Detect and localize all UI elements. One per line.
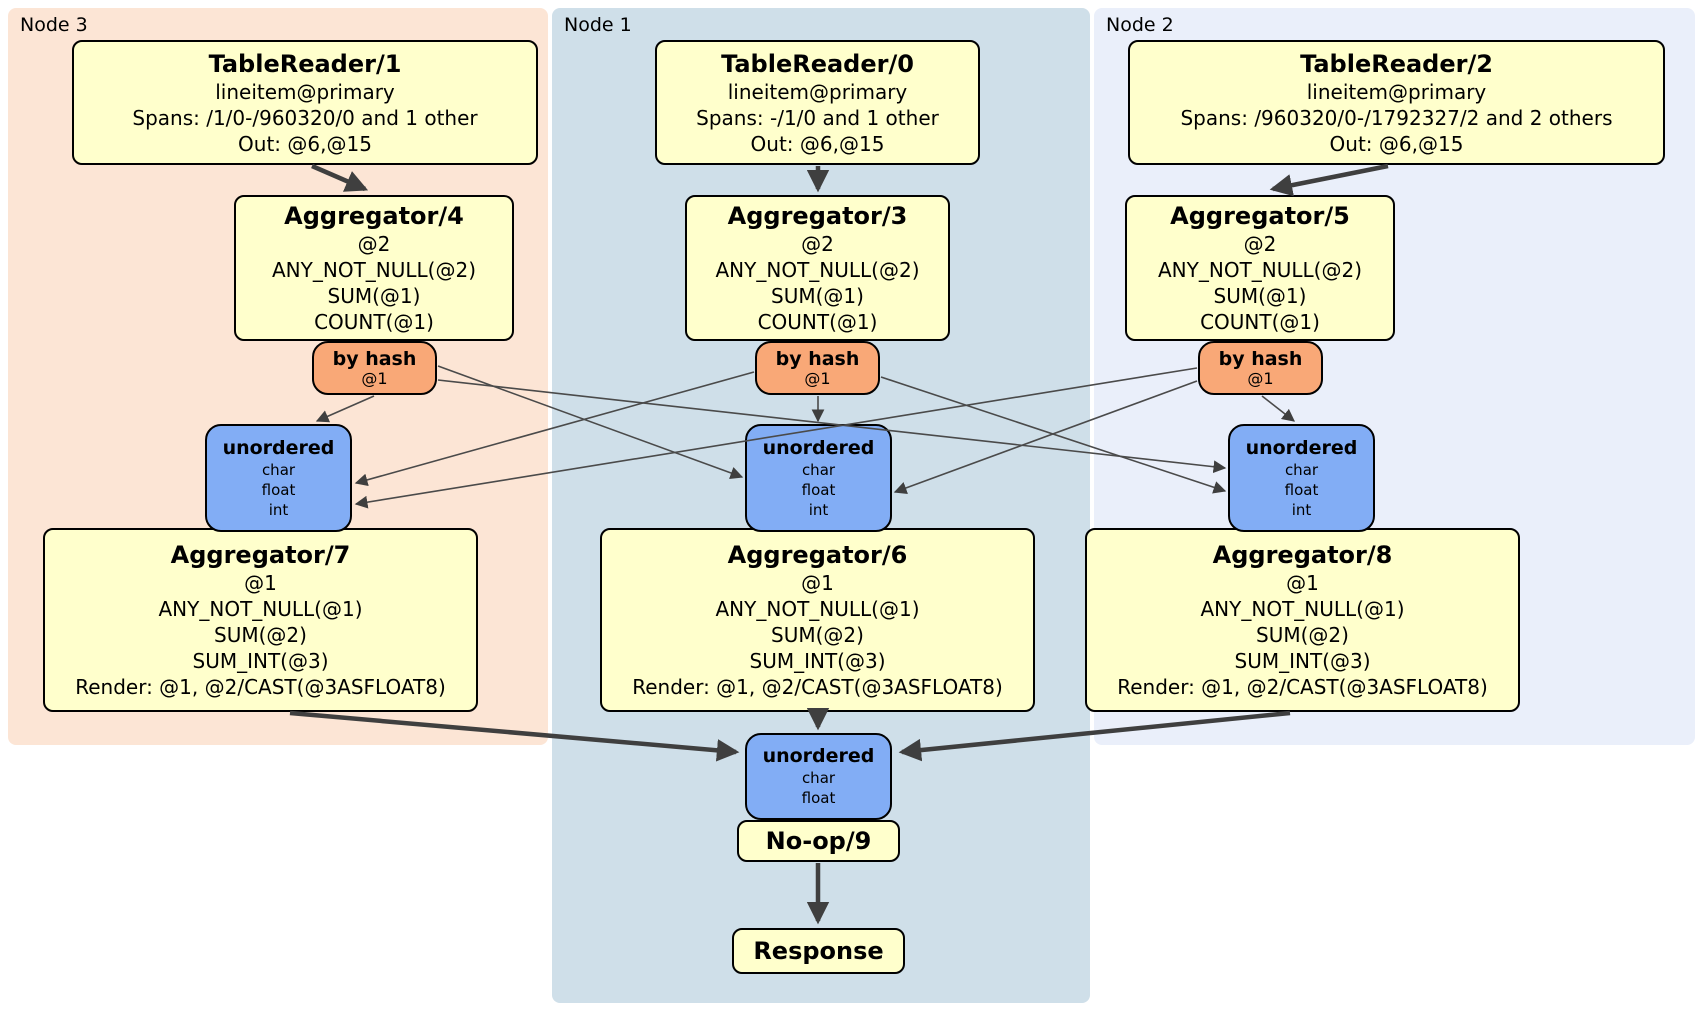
box-line: ANY_NOT_NULL(@1) [158,597,363,621]
box-line: Render: @1, @2/CAST(@3ASFLOAT8) [75,675,446,699]
router-line: @1 [361,369,388,388]
table-reader-1-box: TableReader/1 lineitem@primary Spans: /1… [72,40,538,165]
sync-line: int [1291,500,1312,519]
box-line: ANY_NOT_NULL(@2) [272,258,476,282]
box-title: TableReader/1 [208,49,402,78]
hash-router-node3: by hash @1 [312,341,437,395]
box-line: SUM_INT(@3) [749,649,886,673]
sync-line: float [801,789,836,807]
router-title: by hash [1218,348,1303,370]
box-line: ANY_NOT_NULL(@2) [715,258,920,282]
router-line: @1 [804,369,831,388]
unordered-sync-node2: unordered char float int [1228,424,1375,532]
box-line: COUNT(@1) [757,310,878,334]
box-title: Aggregator/3 [727,202,908,230]
box-line: lineitem@primary [727,79,908,104]
box-line: lineitem@primary [215,79,395,104]
box-line: Spans: /1/0-/960320/0 and 1 other [132,105,478,130]
sync-title: unordered [1245,436,1358,459]
box-line: ANY_NOT_NULL(@2) [1158,258,1362,282]
box-title: No-op/9 [765,827,872,855]
box-line: SUM(@2) [214,623,307,647]
box-line: SUM(@1) [771,284,864,308]
box-line: @1 [1286,571,1319,595]
box-title: Aggregator/6 [727,541,908,569]
box-line: Render: @1, @2/CAST(@3ASFLOAT8) [632,675,1003,699]
box-line: SUM(@2) [771,623,864,647]
box-line: @2 [1243,232,1277,256]
sync-line: int [268,500,289,519]
unordered-sync-node1: unordered char float int [745,424,892,532]
sync-line: char [1284,460,1319,479]
box-line: @2 [801,232,834,256]
box-line: ANY_NOT_NULL(@1) [715,597,920,621]
aggregator-8-box: Aggregator/8 @1 ANY_NOT_NULL(@1) SUM(@2)… [1085,528,1520,712]
hash-router-node2: by hash @1 [1198,341,1323,395]
box-title: Response [753,937,884,965]
box-line: SUM(@1) [327,284,421,308]
sync-title: unordered [762,436,875,459]
box-title: Aggregator/5 [1170,202,1350,230]
sync-line: float [261,480,296,499]
table-reader-2-box: TableReader/2 lineitem@primary Spans: /9… [1128,40,1665,165]
sync-title: unordered [222,436,335,459]
box-line: ANY_NOT_NULL(@1) [1200,597,1405,621]
sync-line: char [261,460,296,479]
sync-line: char [801,769,836,787]
router-title: by hash [332,348,417,370]
box-line: Out: @6,@15 [750,131,885,156]
box-line: SUM(@2) [1256,623,1349,647]
box-line: @2 [357,232,391,256]
unordered-sync-final: unordered char float [745,733,892,820]
noop-9-box: No-op/9 [737,820,900,862]
sync-line: float [1284,480,1319,499]
table-reader-0-box: TableReader/0 lineitem@primary Spans: -/… [655,40,980,165]
node2-label: Node 2 [1106,14,1174,36]
box-line: SUM_INT(@3) [1234,649,1371,673]
aggregator-4-box: Aggregator/4 @2 ANY_NOT_NULL(@2) SUM(@1)… [234,195,514,341]
aggregator-5-box: Aggregator/5 @2 ANY_NOT_NULL(@2) SUM(@1)… [1125,195,1395,341]
sync-line: float [801,480,836,499]
box-line: COUNT(@1) [1200,310,1320,334]
box-line: Out: @6,@15 [238,131,372,156]
box-title: Aggregator/4 [284,202,464,230]
box-line: Spans: -/1/0 and 1 other [696,105,939,130]
box-title: Aggregator/8 [1212,541,1393,569]
response-box: Response [732,928,905,974]
box-line: @1 [801,571,834,595]
box-line: lineitem@primary [1306,79,1487,104]
box-title: TableReader/2 [1300,49,1493,78]
router-title: by hash [775,348,860,370]
sync-line: int [808,500,829,519]
box-line: SUM_INT(@3) [192,649,329,673]
box-line: @1 [244,571,277,595]
box-line: Render: @1, @2/CAST(@3ASFLOAT8) [1117,675,1488,699]
router-line: @1 [1247,369,1274,388]
node3-label: Node 3 [20,14,88,36]
sync-title: unordered [762,745,875,767]
box-title: TableReader/0 [721,49,914,78]
aggregator-7-box: Aggregator/7 @1 ANY_NOT_NULL(@1) SUM(@2)… [43,528,478,712]
hash-router-node1: by hash @1 [755,341,880,395]
box-line: SUM(@1) [1213,284,1307,308]
box-line: Spans: /960320/0-/1792327/2 and 2 others [1180,105,1613,130]
aggregator-6-box: Aggregator/6 @1 ANY_NOT_NULL(@1) SUM(@2)… [600,528,1035,712]
box-line: Out: @6,@15 [1329,131,1464,156]
box-title: Aggregator/7 [170,541,351,569]
node1-label: Node 1 [564,14,632,36]
aggregator-3-box: Aggregator/3 @2 ANY_NOT_NULL(@2) SUM(@1)… [685,195,950,341]
unordered-sync-node3: unordered char float int [205,424,352,532]
box-line: COUNT(@1) [314,310,434,334]
sync-line: char [801,460,836,479]
